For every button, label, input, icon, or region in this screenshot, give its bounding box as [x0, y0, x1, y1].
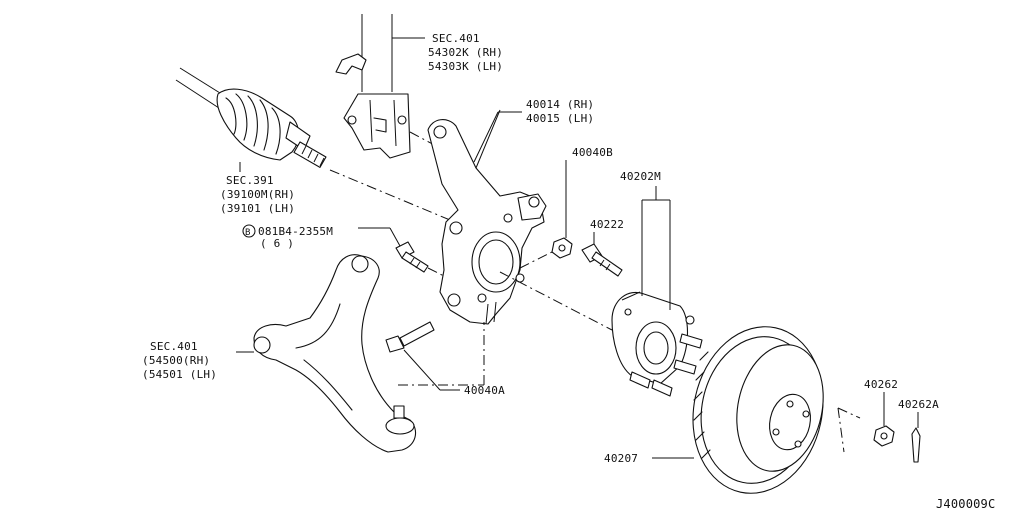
- label-54303k: 54303K (LH): [428, 60, 503, 73]
- bolt-40040a: [385, 321, 435, 353]
- label-40040b: 40040B: [572, 146, 613, 159]
- label-bolt-code: 081B4-2355M: [258, 225, 333, 238]
- label-40262: 40262: [864, 378, 898, 391]
- diagram-id: J400009C: [936, 497, 995, 511]
- cotter-pin-40262a: [911, 427, 921, 463]
- hub-bolt-40222: [581, 243, 623, 277]
- label-39100m: (39100M(RH): [220, 188, 295, 201]
- label-40207: 40207: [604, 452, 638, 465]
- label-40015: 40015 (LH): [526, 112, 594, 125]
- label-sec391: SEC.391: [226, 174, 274, 187]
- brake-rotor: [692, 326, 824, 494]
- label-40262a: 40262A: [898, 398, 939, 411]
- label-40222: 40222: [590, 218, 624, 231]
- label-39101: (39101 (LH): [220, 202, 295, 215]
- strut-assembly: [335, 14, 411, 159]
- label-54501: (54501 (LH): [142, 368, 217, 381]
- bolt-callout: B 081B4-2355M ( 6 ): [242, 224, 333, 250]
- lower-control-arm: [253, 254, 417, 453]
- label-40040a: 40040A: [464, 384, 505, 397]
- hub-bearing: [611, 291, 703, 397]
- knuckle-bolt: [395, 241, 429, 273]
- nut-40040b: [551, 237, 573, 259]
- label-sec401-top: SEC.401: [432, 32, 480, 45]
- wheel-nut-40262: [873, 425, 895, 447]
- drive-shaft: [175, 67, 327, 168]
- label-40014: 40014 (RH): [526, 98, 594, 111]
- label-sec401-left: SEC.401: [150, 340, 198, 353]
- label-54500: (54500(RH): [142, 354, 210, 367]
- bolt-marker-letter: B: [245, 228, 251, 238]
- label-bolt-qty: ( 6 ): [260, 237, 294, 250]
- label-40202m: 40202M: [620, 170, 661, 183]
- steering-knuckle: [427, 109, 547, 325]
- bolt-marker-circle: [242, 224, 256, 238]
- label-54302k: 54302K (RH): [428, 46, 503, 59]
